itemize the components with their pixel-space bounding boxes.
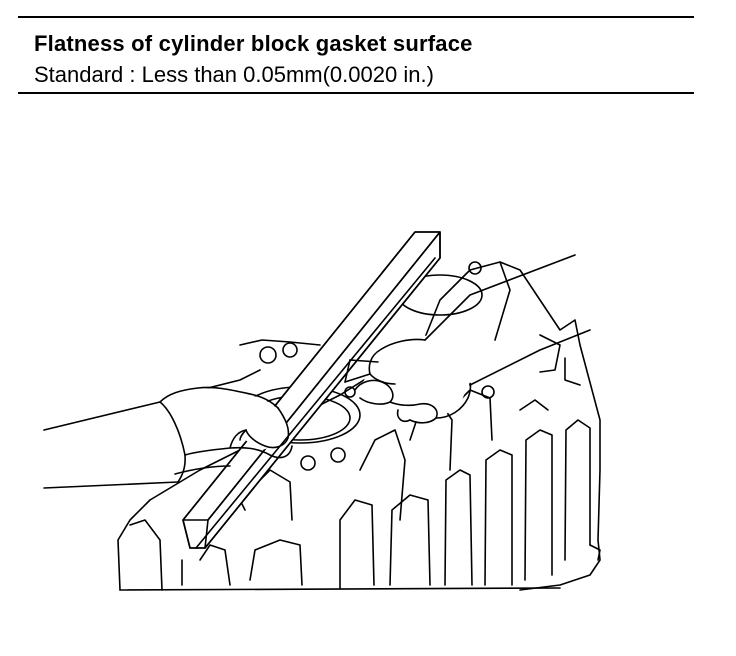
right-hand — [344, 254, 591, 424]
straight-edge — [182, 231, 441, 549]
left-hand — [43, 386, 293, 489]
spec-standard: Standard : Less than 0.05mm(0.0020 in.) — [34, 62, 434, 87]
specification-box: Flatness of cylinder block gasket surfac… — [18, 16, 694, 94]
spec-title: Flatness of cylinder block gasket surfac… — [34, 31, 473, 56]
